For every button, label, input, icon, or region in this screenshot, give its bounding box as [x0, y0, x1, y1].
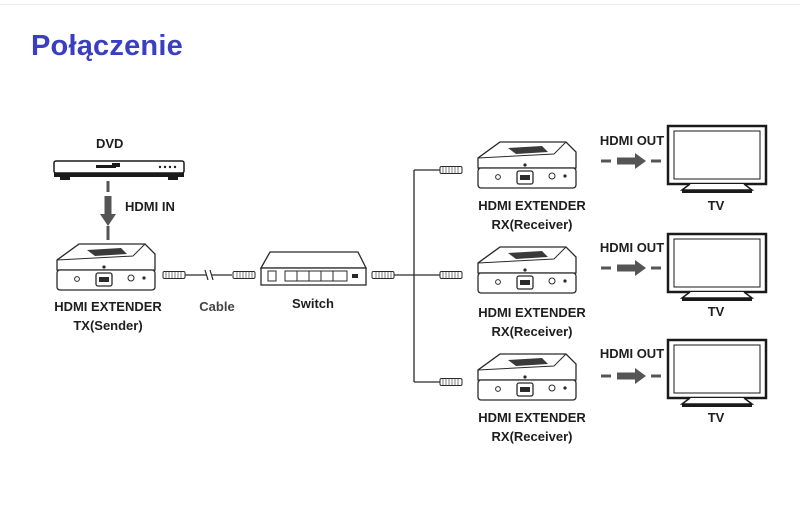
- dvd-player-icon: [53, 160, 185, 180]
- tv-icon: [666, 124, 768, 195]
- receiver-label: HDMI EXTENDER RX(Receiver): [470, 196, 594, 234]
- hdmi-out-label: HDMI OUT: [599, 240, 665, 255]
- tv-label: TV: [707, 410, 725, 425]
- receiver-label: HDMI EXTENDER RX(Receiver): [470, 303, 594, 341]
- receiver-label-line1: HDMI EXTENDER: [478, 198, 586, 213]
- hdmi-in-arrow-icon: [100, 181, 116, 240]
- rx-receiver-device-icon: [477, 246, 577, 294]
- rx-receiver-device-icon: [477, 141, 577, 189]
- receiver-label-line2: RX(Receiver): [491, 324, 573, 339]
- tv-label: TV: [707, 198, 725, 213]
- hdmi-in-label: HDMI IN: [125, 199, 175, 214]
- switch-label: Switch: [292, 296, 334, 311]
- hdmi-out-arrow-icon: [599, 151, 663, 171]
- page-title: Połączenie: [31, 30, 183, 62]
- rx-receiver-device-icon: [477, 353, 577, 401]
- switch-output-cables: [371, 166, 463, 386]
- receiver-label: HDMI EXTENDER RX(Receiver): [470, 408, 594, 446]
- tv-icon: [666, 232, 768, 303]
- receiver-label-line2: RX(Receiver): [491, 429, 573, 444]
- cable-label: Cable: [199, 299, 235, 314]
- tv-label: TV: [707, 304, 725, 319]
- tv-icon: [666, 338, 768, 409]
- dvd-label: DVD: [96, 136, 124, 151]
- sender-label: HDMI EXTENDER TX(Sender): [46, 297, 170, 335]
- hdmi-out-label: HDMI OUT: [599, 133, 665, 148]
- sender-label-line2: TX(Sender): [73, 318, 143, 333]
- receiver-label-line2: RX(Receiver): [491, 217, 573, 232]
- hdmi-out-arrow-icon: [599, 366, 663, 386]
- network-switch-icon: [259, 251, 368, 286]
- receiver-label-line1: HDMI EXTENDER: [478, 305, 586, 320]
- tx-sender-device-icon: [56, 243, 156, 291]
- receiver-label-line1: HDMI EXTENDER: [478, 410, 586, 425]
- top-divider: [0, 4, 800, 5]
- lan-cable: [162, 269, 256, 281]
- sender-label-line1: HDMI EXTENDER: [54, 299, 162, 314]
- hdmi-out-arrow-icon: [599, 258, 663, 278]
- hdmi-out-label: HDMI OUT: [599, 346, 665, 361]
